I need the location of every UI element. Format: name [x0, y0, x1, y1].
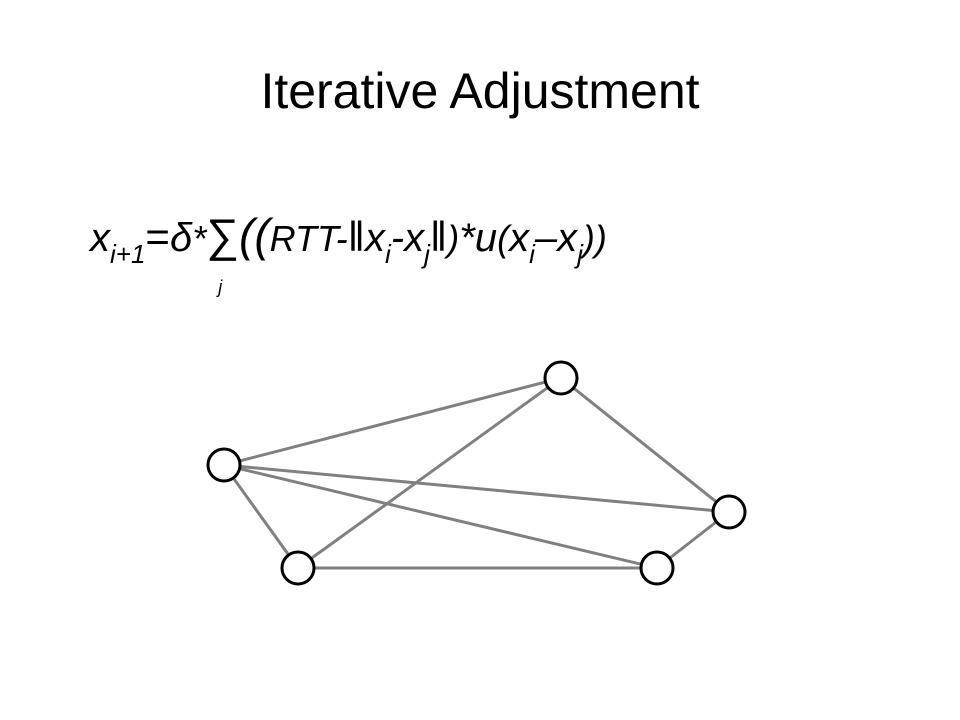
edge-n1-n3	[223, 463, 730, 514]
formula-open-paren2: (	[497, 218, 510, 259]
formula-equals: =	[145, 213, 170, 260]
edge-n4-n2	[297, 376, 562, 570]
node-n4	[280, 550, 316, 586]
sigma-symbol: ∑	[206, 209, 239, 261]
edge-n1-n4	[222, 464, 300, 569]
formula-x: x	[90, 216, 110, 260]
formula-xi2: x	[509, 216, 530, 260]
formula-close-paren: )	[447, 218, 460, 259]
node-n2	[543, 360, 579, 396]
formula-xj2: x	[557, 216, 578, 260]
node-n1	[206, 447, 242, 483]
update-formula: xi+1 = δ*∑j((RTT-‖xi-xj‖)*u(xi–xj))	[90, 205, 607, 315]
slide-title: Iterative Adjustment	[260, 63, 700, 119]
edge-n1-n2	[223, 376, 562, 467]
formula-minus: -	[390, 216, 405, 260]
formula-dash: –	[534, 216, 558, 260]
graph-nodes	[206, 360, 747, 586]
edge-n2-n3	[560, 376, 730, 514]
node-n3	[711, 494, 747, 530]
formula-xj2-sub: j	[577, 239, 583, 269]
node-n5	[639, 550, 675, 586]
formula-xi2-sub: i	[529, 239, 535, 269]
formula-sub-i1: i+1	[110, 239, 146, 269]
formula-rtt: RTT-	[269, 218, 348, 259]
formula-xj-sub: j	[424, 239, 430, 269]
formula-open-parens: ((	[239, 209, 270, 261]
formula-close-end: ))	[582, 218, 607, 259]
formula-xj: x	[404, 216, 425, 260]
formula-delta: δ	[169, 216, 193, 260]
edge-n1-n5	[223, 463, 658, 570]
formula-norm-close: ‖	[429, 213, 448, 260]
formula-star-u: *u	[459, 216, 498, 260]
graph-edges	[222, 376, 730, 570]
formula-sum: ∑j	[206, 205, 239, 297]
formula-xi-sub: i	[385, 239, 391, 269]
sigma-index: j	[218, 277, 223, 297]
formula-star: *	[192, 218, 207, 259]
formula-xi: x	[365, 216, 386, 260]
formula-norm-open: ‖	[347, 213, 366, 260]
